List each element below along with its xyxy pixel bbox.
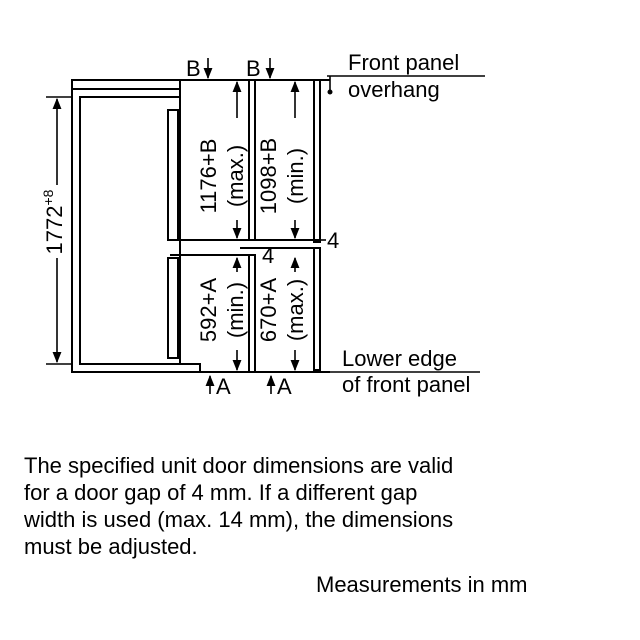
gap-four-side-label: 4	[327, 228, 339, 253]
dimension-arrows	[46, 58, 300, 394]
units-caption: Measurements in mm	[316, 572, 528, 597]
note-line-2: for a door gap of 4 mm. If a different g…	[24, 480, 418, 505]
note-line-1: The specified unit door dimensions are v…	[24, 453, 454, 478]
gap-bottom-right-label: A	[277, 374, 292, 399]
leader-lines	[320, 75, 485, 373]
upper-max-note-label: (max.)	[223, 145, 248, 207]
upper-min-note-label: (min.)	[283, 148, 308, 204]
note-line-3: width is used (max. 14 mm), the dimensio…	[24, 507, 454, 532]
cabinet-top-bar	[71, 79, 181, 90]
lower-max-note-label: (max.)	[283, 279, 308, 341]
front-panel-label-line2: overhang	[348, 77, 440, 102]
note-line-4: must be adjusted.	[24, 534, 198, 559]
front-panel-upper	[313, 79, 321, 243]
hinge-lower	[167, 257, 179, 359]
front-panel-label-line1: Front panel	[348, 50, 459, 75]
door-lower	[248, 254, 256, 373]
front-panel-lower	[313, 247, 321, 371]
lower-edge-label-line2: of front panel	[342, 372, 470, 397]
installation-dimension-diagram: B B Front panel overhang 1772+8 1176+B (…	[40, 50, 485, 399]
lower-max-value-label: 670+A	[256, 278, 281, 343]
gap-four-mid-label: 4	[262, 243, 274, 268]
upper-min-value-label: 1098+B	[256, 138, 281, 214]
height-total-value: 1772	[42, 206, 67, 255]
height-total-label: 1772+8	[40, 189, 67, 254]
overhang-dot	[327, 89, 333, 95]
appliance-outline	[71, 79, 330, 373]
lower-edge-label-line1: Lower edge	[342, 346, 457, 371]
door-upper	[248, 79, 256, 241]
appliance-body	[79, 96, 181, 365]
door-gap-note: The specified unit door dimensions are v…	[24, 452, 584, 560]
gap-bottom-left-label: A	[216, 374, 231, 399]
gap-top-left-label: B	[186, 56, 201, 81]
diagram-labels: B B Front panel overhang 1772+8 1176+B (…	[40, 50, 470, 399]
gap-top-right-label: B	[246, 56, 261, 81]
upper-max-value-label: 1176+B	[196, 139, 221, 214]
lower-min-value-label: 592+A	[196, 278, 221, 343]
lower-min-note-label: (min.)	[223, 282, 248, 338]
height-total-sup: +8	[40, 189, 56, 205]
hinge-upper	[167, 109, 179, 241]
